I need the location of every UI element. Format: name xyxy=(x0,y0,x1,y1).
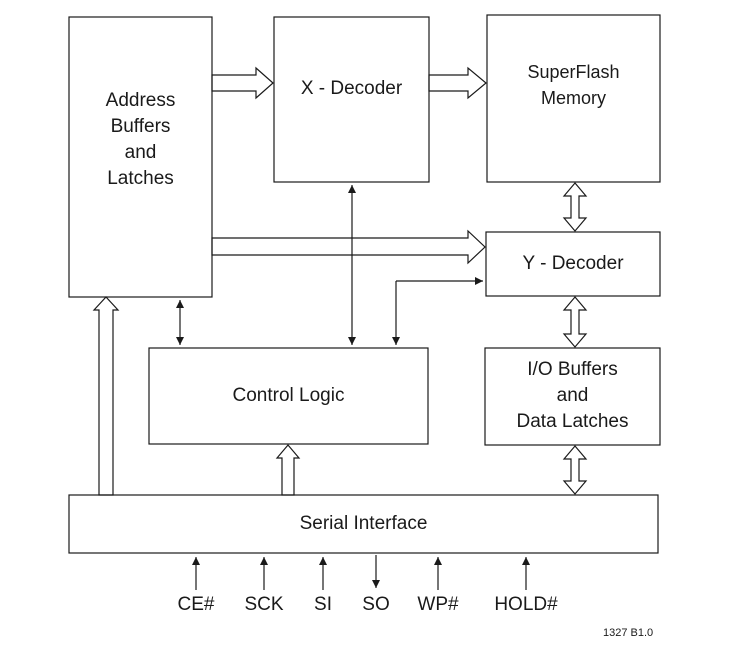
superflash-block xyxy=(486,14,661,183)
address-buffers-block xyxy=(68,16,213,298)
y-decoder-label: Y - Decoder xyxy=(522,253,624,274)
pin-label-hold: HOLD# xyxy=(494,594,558,615)
pin-label-si: SI xyxy=(314,594,332,615)
pin-label-ce: CE# xyxy=(177,594,215,615)
pin-label-sck: SCK xyxy=(244,594,284,615)
control-logic-label: Control Logic xyxy=(232,385,345,406)
bus-arrow-serial-to-control xyxy=(275,444,301,496)
bus-arrow-address-to-ydecoder xyxy=(211,229,486,265)
address-buffers-label: Address Buffers and Latches xyxy=(105,90,176,189)
bus-arrow-memory-ydecoder xyxy=(562,182,588,232)
serial-interface-label: Serial Interface xyxy=(299,513,428,534)
io-buffers-label: I/O Buffers and Data Latches xyxy=(516,359,629,432)
figure-reference: 1327 B1.0 xyxy=(603,627,654,639)
superflash-label: SuperFlash Memory xyxy=(527,62,620,108)
control-logic-block xyxy=(148,347,429,445)
bus-arrow-address-to-xdecoder xyxy=(211,66,274,100)
serial-interface-block xyxy=(68,494,659,554)
pin-label-wp: WP# xyxy=(417,594,459,615)
bus-arrow-serial-to-address xyxy=(92,296,120,496)
bus-arrow-io-serial xyxy=(562,445,588,495)
pin-label-so: SO xyxy=(362,594,390,615)
x-decoder-label: X - Decoder xyxy=(300,78,403,99)
bus-arrow-xdecoder-to-memory xyxy=(428,66,487,100)
y-decoder-block xyxy=(485,231,661,297)
bus-arrow-ydecoder-io xyxy=(562,296,588,348)
io-buffers-block xyxy=(484,347,661,446)
x-decoder-block xyxy=(273,16,430,183)
